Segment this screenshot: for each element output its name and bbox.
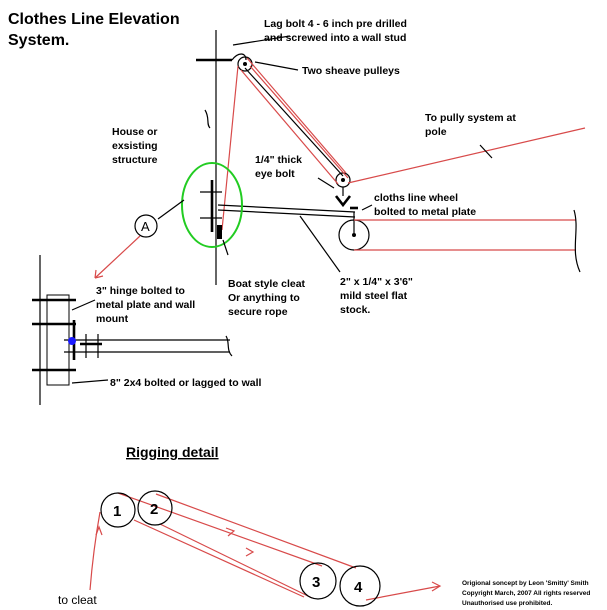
- rig-arrow-mid-2: [245, 547, 255, 557]
- lag-bolt-eye: [231, 53, 247, 61]
- detail-arm-break: [225, 335, 233, 357]
- credit-line-2: Copyright March, 2007 All rights reserve…: [462, 590, 590, 597]
- lower-pulley-axle: [341, 178, 345, 182]
- callout-a-marker: [134, 214, 158, 238]
- pole-leader: [479, 144, 493, 159]
- cleat-label-1: Boat style cleat: [228, 278, 306, 290]
- rope-pulley-b: [240, 69, 339, 185]
- rig-rope-4: [133, 519, 305, 598]
- hinge-leader: [71, 299, 96, 311]
- rig-pulley-3: [299, 562, 337, 600]
- house-label-3: structure: [112, 154, 158, 166]
- clothesline-break-mark: [573, 209, 581, 273]
- detail-hinge: [68, 337, 76, 345]
- rope-to-cleat: [221, 65, 239, 231]
- steel-label-3: stock.: [340, 304, 370, 316]
- rope-to-pole: [347, 127, 586, 184]
- rig-rope-2: [155, 493, 357, 569]
- rig-rope-3: [159, 523, 313, 599]
- callout-a-letter: A: [141, 219, 150, 234]
- rigging-heading: Rigging detail: [126, 444, 219, 460]
- boat-cleat: [217, 225, 222, 239]
- eye-bolt-hook: [334, 195, 352, 208]
- eye-bolt-leader: [317, 177, 335, 189]
- rig-rope-out: [365, 585, 441, 601]
- rig-rope-to-cleat: [89, 511, 101, 591]
- rig-cleat-arrow: [95, 525, 103, 536]
- two-by-four-label: 8" 2x4 bolted or lagged to wall: [110, 377, 262, 389]
- rig-rope-out-arrow: [431, 581, 442, 592]
- steel-label-2: mild steel flat: [340, 290, 408, 302]
- to-cleat-label: to cleat: [58, 593, 97, 607]
- top-pulley-axle: [243, 62, 247, 66]
- title-line-1: Clothes Line Elevation: [8, 11, 180, 28]
- credit-line-3: Unauthorised use prohibited.: [462, 600, 552, 607]
- hinge-label-1: 3" hinge bolted to: [96, 285, 185, 297]
- rig-rope-1: [117, 492, 323, 567]
- rig-arrow-mid-1: [225, 527, 236, 537]
- rig-pulley-2: [137, 490, 173, 526]
- cleat-label-2: Or anything to: [228, 292, 300, 304]
- rig-pulley-1-label: 1: [113, 503, 121, 520]
- title-line-2: System.: [8, 32, 69, 49]
- cleat-label-3: secure rope: [228, 306, 288, 318]
- rig-pulley-1: [100, 492, 136, 528]
- callout-a-arrowhead: [94, 269, 104, 279]
- rig-pulley-2-label: 2: [150, 501, 158, 518]
- hinge-highlight: [181, 162, 243, 248]
- rig-pulley-3-label: 3: [312, 574, 320, 591]
- callout-a-arrow: [94, 235, 141, 279]
- lag-bolt-leader: [232, 35, 291, 46]
- eye-bolt-label-1: 1/4" thick: [255, 154, 302, 166]
- steel-label-1: 2" x 1/4" x 3'6": [340, 276, 413, 288]
- steel-leader: [299, 215, 341, 273]
- lag-bolt-label-2: and screwed into a wall stud: [264, 32, 406, 44]
- house-label-1: House or: [112, 126, 158, 138]
- house-label-2: exsisting: [112, 140, 158, 152]
- rig-pulley-4: [339, 565, 381, 607]
- hinge-label-2: metal plate and wall: [96, 299, 195, 311]
- rope-pulley-core: [244, 67, 344, 177]
- eye-bolt-label-2: eye bolt: [255, 168, 295, 180]
- wheel-label-2: bolted to metal plate: [374, 206, 476, 218]
- sheave-leader: [254, 61, 299, 71]
- rope-pulley-c: [249, 65, 349, 179]
- wheel-axle: [352, 233, 356, 237]
- two-by-four-leader: [71, 379, 109, 384]
- rig-pulley-4-label: 4: [354, 579, 363, 596]
- lag-bolt-label-1: Lag bolt 4 - 6 inch pre drilled: [264, 18, 407, 30]
- house-break-mark: [204, 109, 211, 129]
- rope-pulley-a: [246, 57, 347, 174]
- credit-line-1: Origional soncept by Leon 'Smitty' Smith: [462, 580, 589, 587]
- hinge-label-3: mount: [96, 313, 129, 325]
- steel-arm-top: [217, 204, 356, 213]
- wheel-leader: [361, 204, 373, 211]
- cleat-leader: [222, 239, 229, 256]
- callout-a-link: [157, 199, 185, 220]
- rigging-ropes: [89, 492, 442, 601]
- pulley-pole-label-2: pole: [425, 126, 447, 138]
- sheave-pulleys-label: Two sheave pulleys: [302, 65, 400, 77]
- pulley-pole-label-1: To pully system at: [425, 112, 516, 124]
- wheel-label-1: cloths line wheel: [374, 192, 458, 204]
